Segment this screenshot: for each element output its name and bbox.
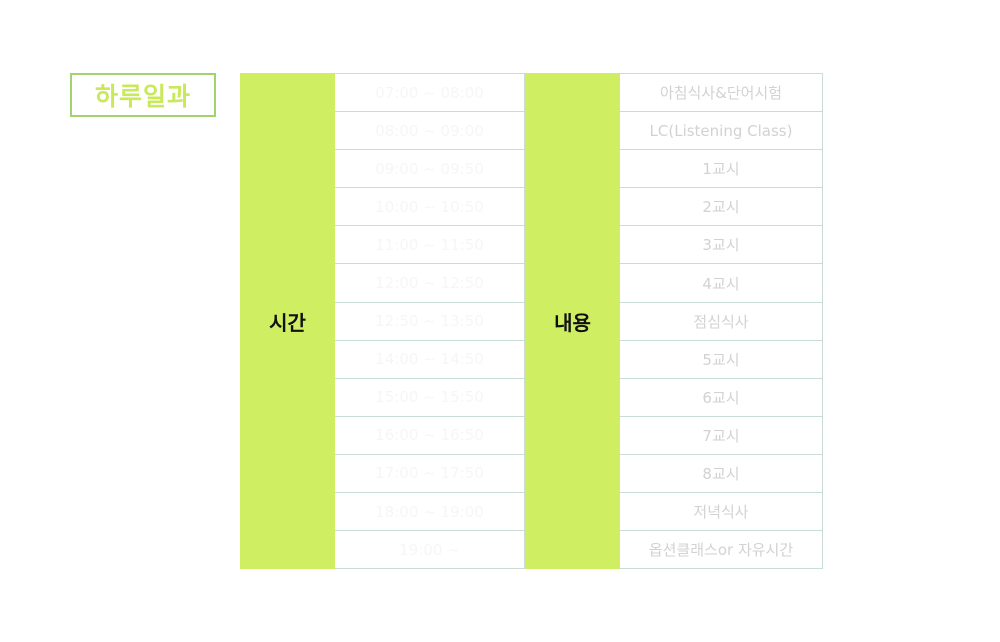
daily-schedule-table: 시간 07:00 ~ 08:00 08:00 ~ 09:00 09:00 ~ 0… [240,73,823,570]
time-cell: 07:00 ~ 08:00 [335,74,524,113]
time-cell: 12:00 ~ 12:50 [335,264,524,303]
page-title: 하루일과 [70,73,216,117]
time-cell: 14:00 ~ 14:50 [335,341,524,379]
time-cell: 16:00 ~ 16:50 [335,417,524,455]
content-cell: 7교시 [620,417,822,455]
time-cell: 19:00 ~ [335,531,524,570]
content-cell: LC(Listening Class) [620,112,822,151]
content-cell: 1교시 [620,150,822,189]
content-cell: 옵션클래스or 자유시간 [620,531,822,570]
content-cell: 아침식사&단어시험 [620,74,822,113]
content-column: 아침식사&단어시험 LC(Listening Class) 1교시 2교시 3교… [620,73,823,570]
time-cell: 08:00 ~ 09:00 [335,112,524,151]
content-cell: 8교시 [620,455,822,494]
content-column-header: 내용 [525,73,620,569]
time-cell: 09:00 ~ 09:50 [335,150,524,189]
time-cell: 15:00 ~ 15:50 [335,379,524,417]
content-cell: 3교시 [620,226,822,265]
content-cell: 점심식사 [620,303,822,341]
time-cell: 18:00 ~ 19:00 [335,493,524,532]
time-column-header: 시간 [240,73,335,569]
content-cell: 5교시 [620,341,822,379]
content-cell: 2교시 [620,188,822,227]
content-cell: 6교시 [620,379,822,417]
time-cell: 12:50 ~ 13:50 [335,303,524,341]
time-cell: 10:00 ~ 10:50 [335,188,524,227]
time-cell: 11:00 ~ 11:50 [335,226,524,265]
content-cell: 저녁식사 [620,493,822,532]
time-cell: 17:00 ~ 17:50 [335,455,524,494]
time-column: 07:00 ~ 08:00 08:00 ~ 09:00 09:00 ~ 09:5… [335,73,525,570]
content-cell: 4교시 [620,264,822,303]
